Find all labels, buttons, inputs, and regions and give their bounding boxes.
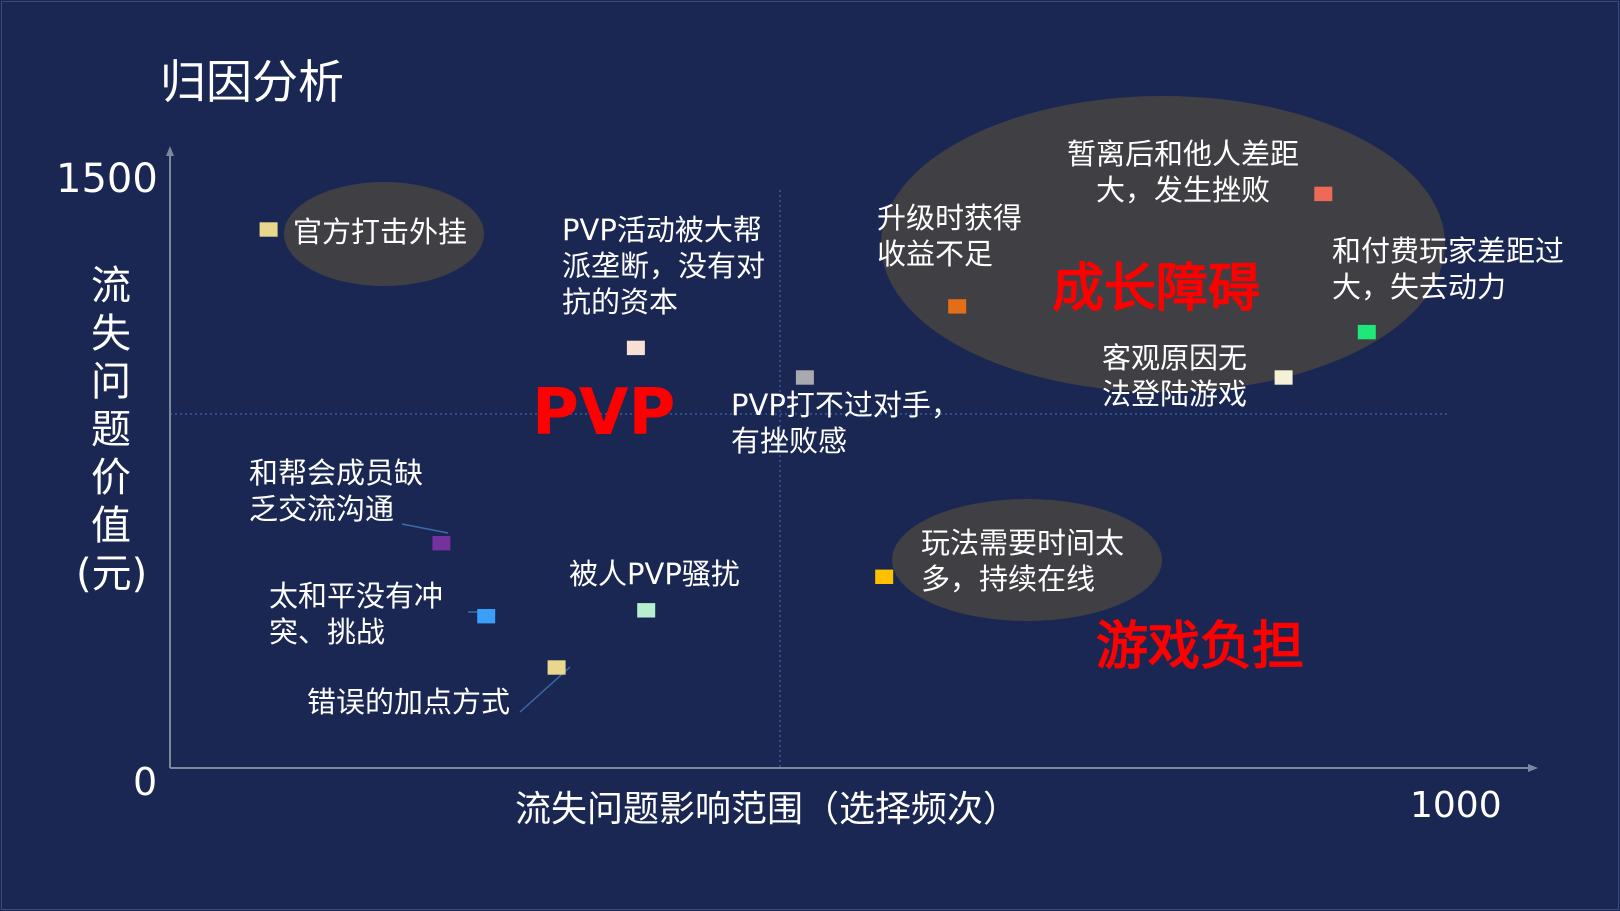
data-point-8 — [477, 609, 496, 624]
point-label-pvp-defeat: PVP打不过对手， 有挫败感 — [731, 388, 960, 458]
point-label-away-gap: 暂离后和他人差距 大，发生挫败 — [1067, 137, 1300, 207]
data-point-4 — [1314, 186, 1333, 202]
y-axis-arrow — [166, 146, 174, 156]
cluster-ellipse-growth — [881, 96, 1445, 392]
quadrant-dividers — [170, 190, 1448, 768]
point-label-paying-gap: 和付费玩家差距过 大，失去动力 — [1332, 234, 1565, 304]
cluster-ellipses — [284, 96, 1445, 621]
point-label-wrong-points: 错误的加点方式 — [307, 685, 511, 719]
cluster-ellipse-burden — [892, 499, 1162, 621]
point-label-pvp-monopoly: PVP活动被大帮 派垄断，没有对 抗的资本 — [562, 213, 766, 319]
data-point-3 — [948, 299, 967, 314]
data-point-7 — [432, 536, 451, 551]
point-label-cheat: 官方打击外挂 — [293, 215, 468, 249]
point-label-guild-communication: 和帮会成员缺 乏交流沟通 — [249, 456, 424, 526]
quadrant-label-growth: 成长障碍 — [1052, 259, 1261, 319]
point-label-levelup-reward: 升级时获得 收益不足 — [877, 201, 1023, 271]
data-points — [259, 186, 1376, 675]
x-axis-label: 流失问题影响范围（选择频次） — [515, 789, 1020, 830]
x-axis-arrow — [1528, 764, 1538, 772]
x-tick-max: 1000 — [1410, 785, 1502, 826]
point-label-cannot-login: 客观原因无 法登陆游戏 — [1102, 341, 1248, 411]
data-point-6 — [1274, 370, 1293, 385]
y-axis-label: 流失问题价值(元) — [76, 263, 148, 597]
quadrant-label-burden: 游戏负担 — [1096, 617, 1305, 677]
data-point-5 — [1357, 324, 1376, 340]
data-point-9 — [637, 603, 656, 618]
data-point-0 — [259, 222, 278, 237]
quadrant-label-pvp: PVP — [532, 376, 676, 450]
data-point-1 — [626, 340, 645, 356]
data-point-11 — [875, 569, 894, 584]
point-label-time-burden: 玩法需要时间太 多，持续在线 — [921, 526, 1125, 596]
point-label-pvp-harassment: 被人PVP骚扰 — [569, 557, 740, 591]
axes — [166, 146, 1538, 772]
leader-line-communication — [401, 523, 449, 534]
y-tick-min: 0 — [133, 760, 158, 804]
cluster-ellipse-cheat — [284, 182, 484, 286]
point-label-too-peaceful: 太和平没有冲 突、挑战 — [269, 579, 444, 649]
data-point-10 — [547, 660, 566, 675]
data-point-2 — [795, 370, 814, 385]
page-title: 归因分析 — [160, 55, 344, 109]
y-tick-max: 1500 — [56, 156, 158, 202]
